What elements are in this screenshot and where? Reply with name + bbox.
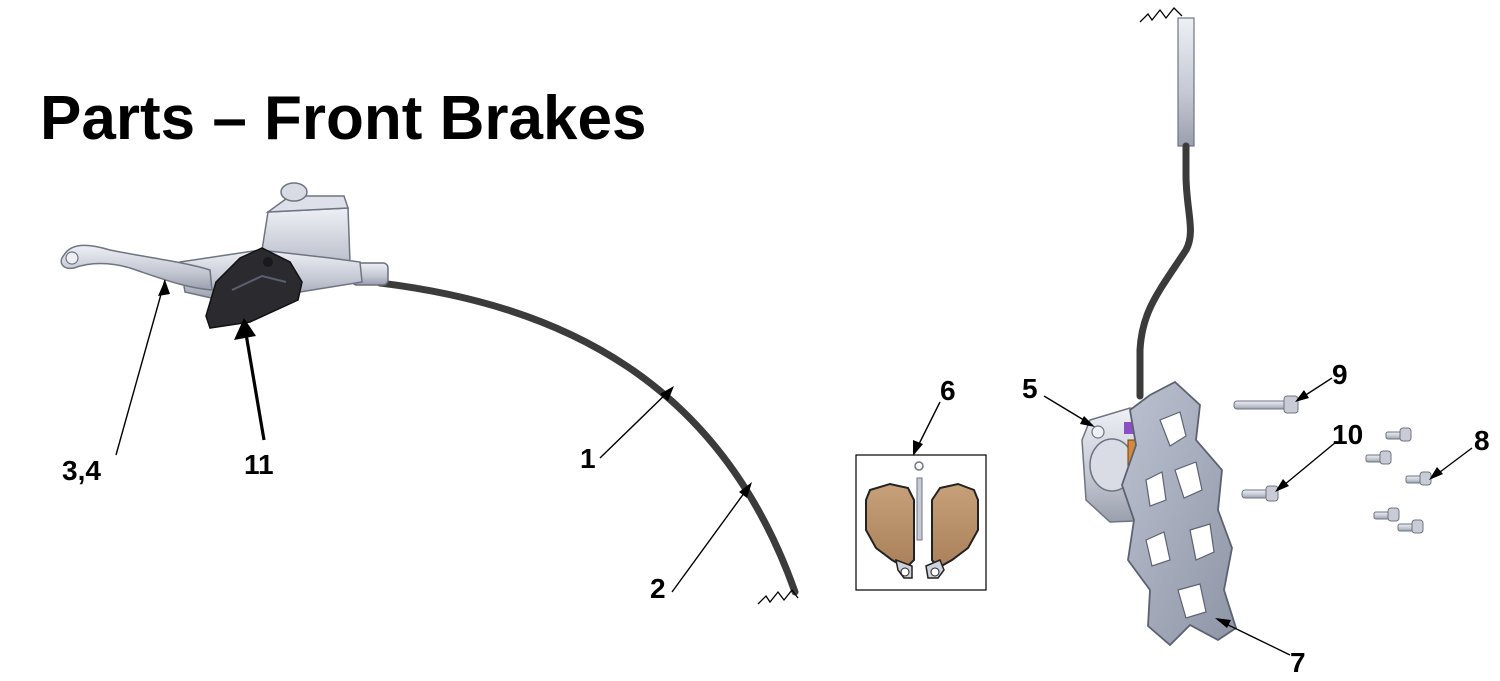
leader-3-4 <box>115 279 166 456</box>
pad-pin-clip <box>914 461 924 471</box>
leader-1 <box>599 387 673 459</box>
callout-5: 5 <box>1022 373 1038 404</box>
arrowhead-6 <box>913 440 923 456</box>
callout-3-4: 3,4 <box>62 455 101 486</box>
hose-break-mark-bottom <box>757 588 799 605</box>
leader-11 <box>242 321 266 441</box>
leader-7 <box>1217 619 1291 656</box>
rotor-bolt <box>1373 507 1400 522</box>
rotor-bolt <box>1365 450 1392 465</box>
caliper-bolt-long <box>1233 395 1299 414</box>
leader-2 <box>671 484 751 593</box>
page-title: Parts – Front Brakes <box>40 84 647 153</box>
arrowhead-10 <box>1275 479 1289 492</box>
rotor-bolt <box>1397 519 1424 534</box>
leader-lines <box>115 279 1473 656</box>
arrowhead-8 <box>1429 467 1443 480</box>
callout-2: 2 <box>650 573 666 604</box>
pad-pin <box>916 477 923 541</box>
master-cylinder-assembly <box>60 182 799 596</box>
reservoir-cover <box>205 247 303 329</box>
arrowhead-1 <box>660 386 674 401</box>
brake-lever <box>60 244 213 291</box>
callout-numbers: 3,4 11 1 2 6 5 9 10 8 7 <box>62 359 1490 678</box>
brake-rotor <box>1121 380 1238 647</box>
rotor-bolts <box>1365 427 1432 534</box>
pad-kit-frame <box>855 454 987 591</box>
arrowhead-7 <box>1215 618 1231 628</box>
rotor-bolt <box>1405 471 1432 486</box>
callout-1: 1 <box>580 443 596 474</box>
rotor-bolt <box>1385 427 1412 442</box>
rotor-disc <box>1121 380 1238 647</box>
callout-9: 9 <box>1332 359 1348 390</box>
hose-break-mark-top <box>1139 7 1183 23</box>
arrowhead-3-4 <box>158 280 170 296</box>
callout-11: 11 <box>244 449 274 480</box>
brake-hose-lower <box>376 279 799 596</box>
callout-8: 8 <box>1474 425 1490 456</box>
brake-pad-right <box>931 482 979 570</box>
arrowhead-5 <box>1080 416 1095 427</box>
callout-10: 10 <box>1332 419 1363 450</box>
brake-pad-kit <box>855 454 987 591</box>
upper-hose-assembly <box>1136 7 1195 400</box>
arrowhead-9 <box>1295 390 1309 402</box>
caliper-bolt-short <box>1241 485 1279 502</box>
leader-10 <box>1277 441 1337 491</box>
arrowhead-11 <box>234 318 256 340</box>
callout-7: 7 <box>1290 647 1306 678</box>
arrowhead-2 <box>739 482 752 498</box>
brake-hose-upper <box>1136 142 1194 400</box>
upper-hose-sleeve <box>1177 17 1195 147</box>
reservoir-cap <box>280 182 308 202</box>
callout-6: 6 <box>940 375 956 406</box>
brake-pad-left <box>865 482 915 570</box>
